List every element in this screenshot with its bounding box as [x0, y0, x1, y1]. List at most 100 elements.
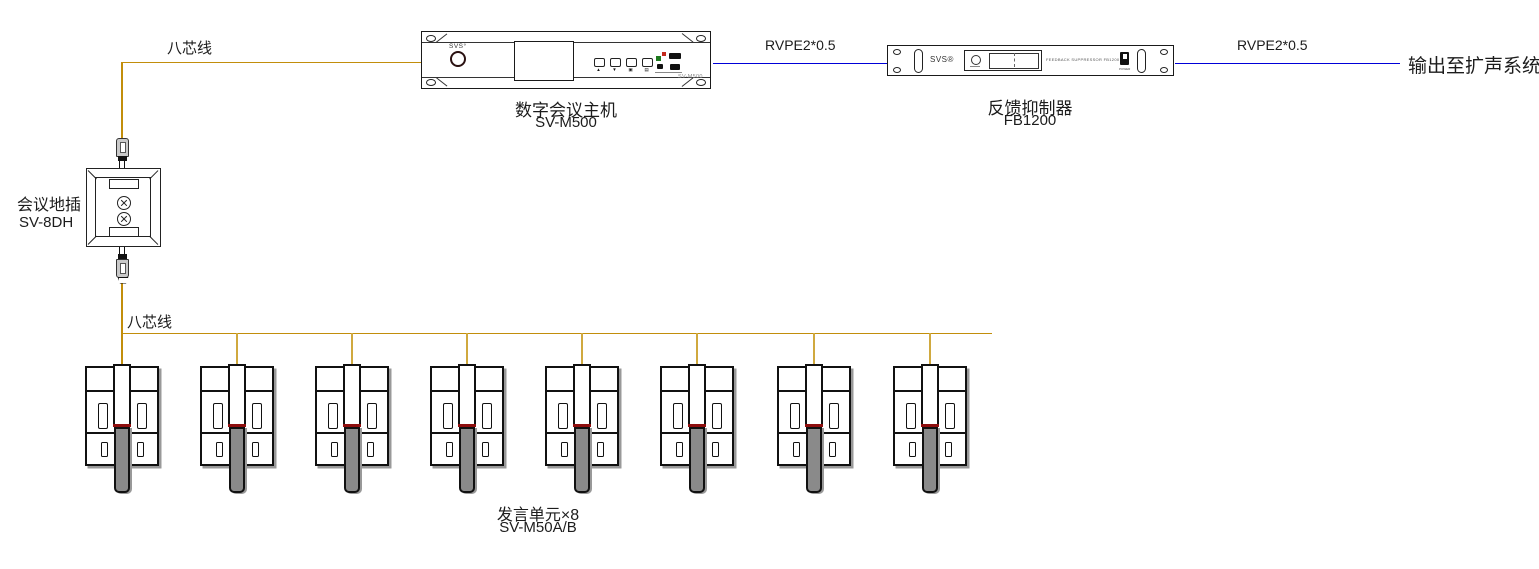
screw-icon: [1160, 66, 1168, 73]
usb-port-icon: [670, 64, 680, 70]
mic-tab-left: [216, 442, 223, 457]
cable-rvpe-host-to-suppressor: [712, 62, 887, 65]
cable-plug-top: [116, 138, 129, 157]
display-caption-bar: [970, 66, 980, 67]
mic-tab-right: [252, 442, 259, 457]
cable-label-8core-top: 八芯线: [167, 40, 213, 57]
mic-red-ring: [805, 424, 823, 427]
microphone-bar: [344, 427, 360, 493]
mic-button-right[interactable]: [137, 403, 147, 429]
cable-8core-bus: [122, 332, 992, 334]
display-divider: [1014, 52, 1015, 67]
mic-button-right[interactable]: [482, 403, 492, 429]
mic-button-left[interactable]: [443, 403, 453, 429]
panel-caption-bar: [655, 72, 682, 73]
lcd-display: [514, 41, 574, 81]
screw-icon: [696, 78, 706, 86]
corner-bracket-line: [435, 77, 448, 87]
cable-8core-top-horizontal: [122, 61, 421, 63]
cable-rvpe-suppressor-to-output: [1175, 62, 1400, 65]
suppressor-title: 反馈抑制器: [987, 99, 1073, 118]
plug-window: [119, 142, 126, 153]
microphone-bar: [922, 427, 938, 493]
mic-button-right[interactable]: [252, 403, 262, 429]
mic-button-left[interactable]: [558, 403, 568, 429]
menu-icon: ▣: [628, 67, 633, 72]
mic-button-right[interactable]: [367, 403, 377, 429]
mic-stem: [343, 364, 361, 426]
cable-label-8core-bus: 八芯线: [127, 314, 173, 331]
mic-button-right[interactable]: [597, 403, 607, 429]
brand-logo-text: SVS®: [930, 55, 954, 64]
mic-tab-left: [561, 442, 568, 457]
mic-tab-right: [137, 442, 144, 457]
power-switch[interactable]: [1120, 52, 1129, 65]
microphone-bar: [459, 427, 475, 493]
mic-drop-wire: [236, 333, 238, 365]
mic-tab-left: [331, 442, 338, 457]
mic-button-left[interactable]: [328, 403, 338, 429]
microphone-bar: [574, 427, 590, 493]
usb-port-icon: [669, 53, 681, 59]
feedback-suppressor-device: SVS® FEEDBACK SUPPRESSOR FB1200 POWER: [887, 45, 1174, 76]
mic-button-right[interactable]: [712, 403, 722, 429]
mic-button-left[interactable]: [673, 403, 683, 429]
socket-slot-bottom: [109, 227, 139, 237]
suppressor-display: [964, 50, 1042, 71]
enter-icon: ▤: [644, 67, 649, 72]
floorbox-device: [86, 168, 161, 247]
cable-plug-bottom: [116, 259, 129, 278]
plug-band: [117, 254, 127, 259]
mic-button-left[interactable]: [906, 403, 916, 429]
plug-tip: [117, 155, 127, 161]
power-switch-label: POWER: [1119, 67, 1131, 71]
mic-unit-3: [315, 333, 389, 496]
floorbox-title: 会议地插: [17, 197, 82, 214]
mic-tab-left: [676, 442, 683, 457]
mic-stem: [805, 364, 823, 426]
red-led-icon: [662, 52, 666, 56]
mic-button-right[interactable]: [945, 403, 955, 429]
mic-drop-wire: [351, 333, 353, 365]
power-switch-nub: [1122, 54, 1127, 59]
mic-stem: [113, 364, 131, 426]
screw-icon: [696, 34, 706, 42]
mic-button-left[interactable]: [790, 403, 800, 429]
screw-icon: [893, 66, 901, 73]
volume-knob[interactable]: [450, 51, 466, 67]
rack-handle: [914, 48, 923, 73]
mic-unit-2: [200, 333, 274, 496]
panel-button-up[interactable]: [594, 58, 605, 67]
down-icon: ▼: [612, 67, 617, 72]
panel-button-menu[interactable]: [626, 58, 637, 67]
socket-slot-top: [109, 179, 139, 189]
mic-drop-wire: [929, 333, 931, 365]
microphone-bar: [229, 427, 245, 493]
frame-bevel-line: [87, 235, 97, 245]
mic-stem: [458, 364, 476, 426]
mic-unit-4: [430, 333, 504, 496]
mic-drop-wire: [466, 333, 468, 365]
panel-button-down[interactable]: [610, 58, 621, 67]
mic-drop-wire: [696, 333, 698, 365]
port-icon: [657, 64, 663, 69]
floorbox-model: SV-8DH: [19, 214, 74, 231]
conference-host-device: SVS° ▲ ▼ ▣ ▤ SV-M500: [421, 31, 711, 89]
mic-unit-6: [660, 333, 734, 496]
mic-button-right[interactable]: [829, 403, 839, 429]
panel-model-text: SV-M500: [678, 74, 703, 80]
host-title: 数字会议主机: [515, 101, 617, 120]
cable-8core-bottom-vertical: [121, 281, 123, 366]
panel-button-enter[interactable]: [642, 58, 653, 67]
frame-bevel-line: [87, 170, 97, 180]
green-led-icon: [656, 56, 661, 61]
rack-handle: [1137, 48, 1146, 73]
plug-stem: [118, 247, 125, 255]
mic-button-left[interactable]: [213, 403, 223, 429]
mic-tab-right: [482, 442, 489, 457]
mic-drop-wire: [581, 333, 583, 365]
mic-model: SV-M50A/B: [499, 519, 577, 536]
screw-icon: [426, 34, 436, 42]
mic-button-left[interactable]: [98, 403, 108, 429]
